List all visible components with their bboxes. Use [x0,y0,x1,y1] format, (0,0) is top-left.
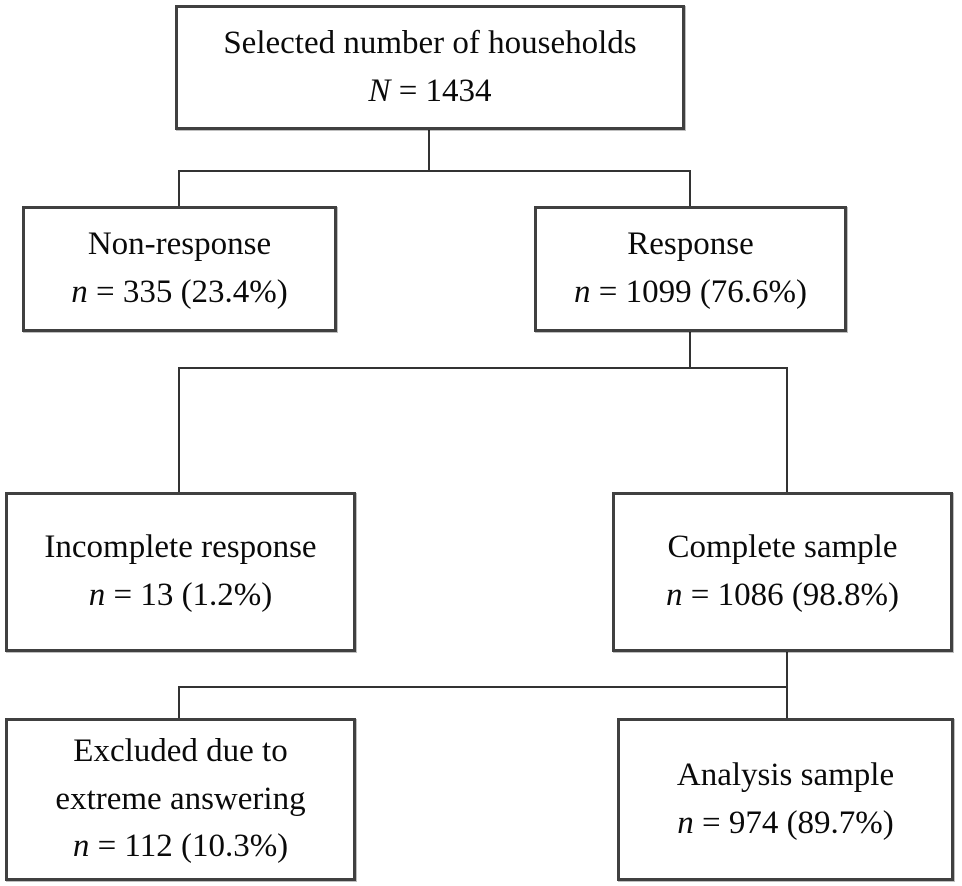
node-selected-households: Selected number of households N = 1434 [175,5,685,130]
sample-size-value: = 112 (10.3%) [89,828,289,865]
sample-size-symbol: n [665,577,683,613]
connector-drop-nonresponse [178,170,180,206]
node-stat: n = 335 (23.4%) [71,269,288,317]
connector-response-bar [178,367,788,369]
sample-size-symbol: n [72,828,90,865]
connector-selected-stem [428,130,430,172]
node-label: Excluded due to extreme answering [55,732,306,817]
node-label: Complete sample [667,529,898,566]
sample-size-symbol: n [88,577,106,613]
connector-selected-bar [178,170,691,172]
node-stat: n = 112 (10.3%) [73,823,288,871]
connector-complete-bar [178,686,788,688]
node-excluded-extreme-answering: Excluded due to extreme answering n = 11… [5,718,356,881]
sample-size-symbol: n [71,274,88,310]
connector-drop-response [689,170,691,206]
node-label: Incomplete response [44,529,317,566]
node-stat: n = 1099 (76.6%) [574,269,807,317]
sample-size-symbol: N [368,72,391,109]
connector-complete-stem [786,652,788,688]
sample-size-value: = 1099 (76.6%) [590,274,808,310]
sample-size-value: = 1086 (98.8%) [682,577,900,613]
node-label: Response [627,226,754,263]
connector-drop-analysis [786,686,788,718]
connector-response-stem [689,332,691,369]
node-complete-sample: Complete sample n = 1086 (98.8%) [612,492,953,652]
node-label: Analysis sample [676,756,895,793]
node-label: Selected number of households [223,24,637,61]
node-incomplete-response: Incomplete response n = 13 (1.2%) [5,492,356,652]
node-label: Non-response [87,226,272,263]
node-stat: n = 1086 (98.8%) [666,572,899,620]
sample-size-value: = 974 (89.7%) [693,804,894,841]
node-stat: n = 13 (1.2%) [89,572,273,620]
sample-size-symbol: n [573,274,591,310]
node-stat: N = 1434 [368,68,491,116]
node-analysis-sample: Analysis sample n = 974 (89.7%) [617,718,954,881]
node-response: Response n = 1099 (76.6%) [534,206,847,332]
sample-size-value: = 13 (1.2%) [105,577,273,613]
connector-drop-incomplete [178,367,180,492]
node-stat: n = 974 (89.7%) [677,800,894,848]
sample-size-value: = 1434 [390,72,492,109]
connector-drop-complete [786,367,788,492]
sample-size-symbol: n [677,804,694,841]
connector-drop-excluded [178,686,180,718]
node-non-response: Non-response n = 335 (23.4%) [22,206,337,332]
sample-size-value: = 335 (23.4%) [87,274,288,310]
